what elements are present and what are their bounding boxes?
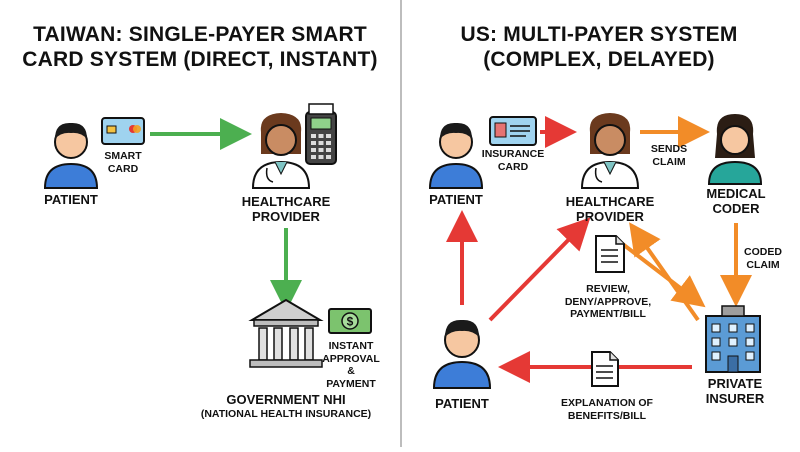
- patient-icon: [428, 122, 484, 189]
- instant-line3: & PAYMENT: [326, 365, 376, 390]
- insurance-card-line1: INSURANCE: [481, 148, 545, 160]
- review-label: REVIEW, DENY/APPROVE, PAYMENT/BILL: [560, 283, 656, 321]
- eob-label: EXPLANATION OF BENEFITS/BILL: [552, 397, 662, 422]
- left-title-line1: TAIWAN: SINGLE-PAYER SMART: [33, 23, 367, 46]
- right-patient-top-label: PATIENT: [429, 192, 483, 207]
- card-terminal-icon: [305, 103, 337, 165]
- document-icon: [591, 351, 619, 387]
- left-patient-label: PATIENT: [44, 192, 98, 207]
- review-line3: PAYMENT/BILL: [570, 308, 646, 320]
- medical-coder-icon: [707, 114, 763, 185]
- right-patient-bottom-label: PATIENT: [435, 396, 489, 411]
- right-title-line1: US: MULTI-PAYER SYSTEM: [460, 23, 738, 46]
- patient-icon: [43, 122, 99, 189]
- eob-line2: BENEFITS/BILL: [567, 409, 647, 422]
- government-building-icon: [248, 298, 324, 368]
- left-provider-line1: HEALTHCARE: [241, 194, 331, 209]
- coder-line2: CODER: [712, 201, 760, 216]
- right-panel-title: US: MULTI-PAYER SYSTEM (COMPLEX, DELAYED…: [414, 22, 784, 72]
- eob-line1: EXPLANATION OF: [561, 397, 653, 409]
- nhi-label: GOVERNMENT NHI: [226, 392, 346, 407]
- sends-claim-label: SENDS CLAIM: [644, 143, 694, 168]
- document-icon: [595, 235, 625, 273]
- sends-claim-line1: SENDS: [650, 143, 688, 155]
- coded-claim-line2: CLAIM: [746, 258, 780, 271]
- right-provider-line1: HEALTHCARE: [565, 194, 655, 209]
- arrow-provider-to-insurer: [618, 240, 706, 308]
- smart-card-label-line1: SMART: [104, 150, 142, 162]
- left-title-line2: CARD SYSTEM (DIRECT, INSTANT): [22, 48, 378, 71]
- patient-icon: [432, 319, 492, 389]
- insurance-card-line2: CARD: [497, 160, 529, 173]
- right-provider-line2: PROVIDER: [576, 209, 644, 224]
- private-insurer-label: PRIVATE INSURER: [696, 376, 774, 406]
- medical-coder-label: MEDICAL CODER: [700, 186, 772, 216]
- money-icon: $: [328, 308, 372, 334]
- insurer-line2: INSURER: [705, 391, 765, 406]
- right-title-line2: (COMPLEX, DELAYED): [483, 48, 715, 71]
- sends-claim-line2: CLAIM: [652, 155, 686, 168]
- review-line1: REVIEW,: [586, 283, 630, 295]
- coder-line1: MEDICAL: [706, 186, 766, 201]
- coded-claim-label: CODED CLAIM: [740, 246, 786, 271]
- right-provider-label: HEALTHCARE PROVIDER: [560, 194, 660, 224]
- provider-icon: [580, 113, 640, 189]
- insurer-line1: PRIVATE: [707, 376, 763, 391]
- insurer-building-icon: [705, 305, 761, 373]
- smart-card-label: SMART CARD: [98, 150, 148, 175]
- left-provider-line2: PROVIDER: [252, 209, 320, 224]
- left-provider-label: HEALTHCARE PROVIDER: [236, 194, 336, 224]
- smart-card-label-line2: CARD: [107, 162, 139, 175]
- insurance-card-label: INSURANCE CARD: [478, 148, 548, 173]
- coded-claim-line1: CODED: [744, 246, 782, 258]
- provider-icon: [251, 113, 311, 189]
- insurance-card-icon: [489, 116, 537, 146]
- instant-approval-label: INSTANT APPROVAL & PAYMENT: [322, 340, 380, 390]
- left-panel-title: TAIWAN: SINGLE-PAYER SMART CARD SYSTEM (…: [20, 22, 380, 72]
- review-line2: DENY/APPROVE,: [564, 295, 652, 308]
- instant-line1: INSTANT: [328, 340, 374, 352]
- svg-text:$: $: [347, 315, 354, 329]
- instant-line2: APPROVAL: [322, 352, 380, 365]
- smart-card-icon: [101, 117, 145, 145]
- arrow-bottom-patient-to-provider: [488, 217, 591, 322]
- nhi-sublabel: (NATIONAL HEALTH INSURANCE): [200, 408, 372, 420]
